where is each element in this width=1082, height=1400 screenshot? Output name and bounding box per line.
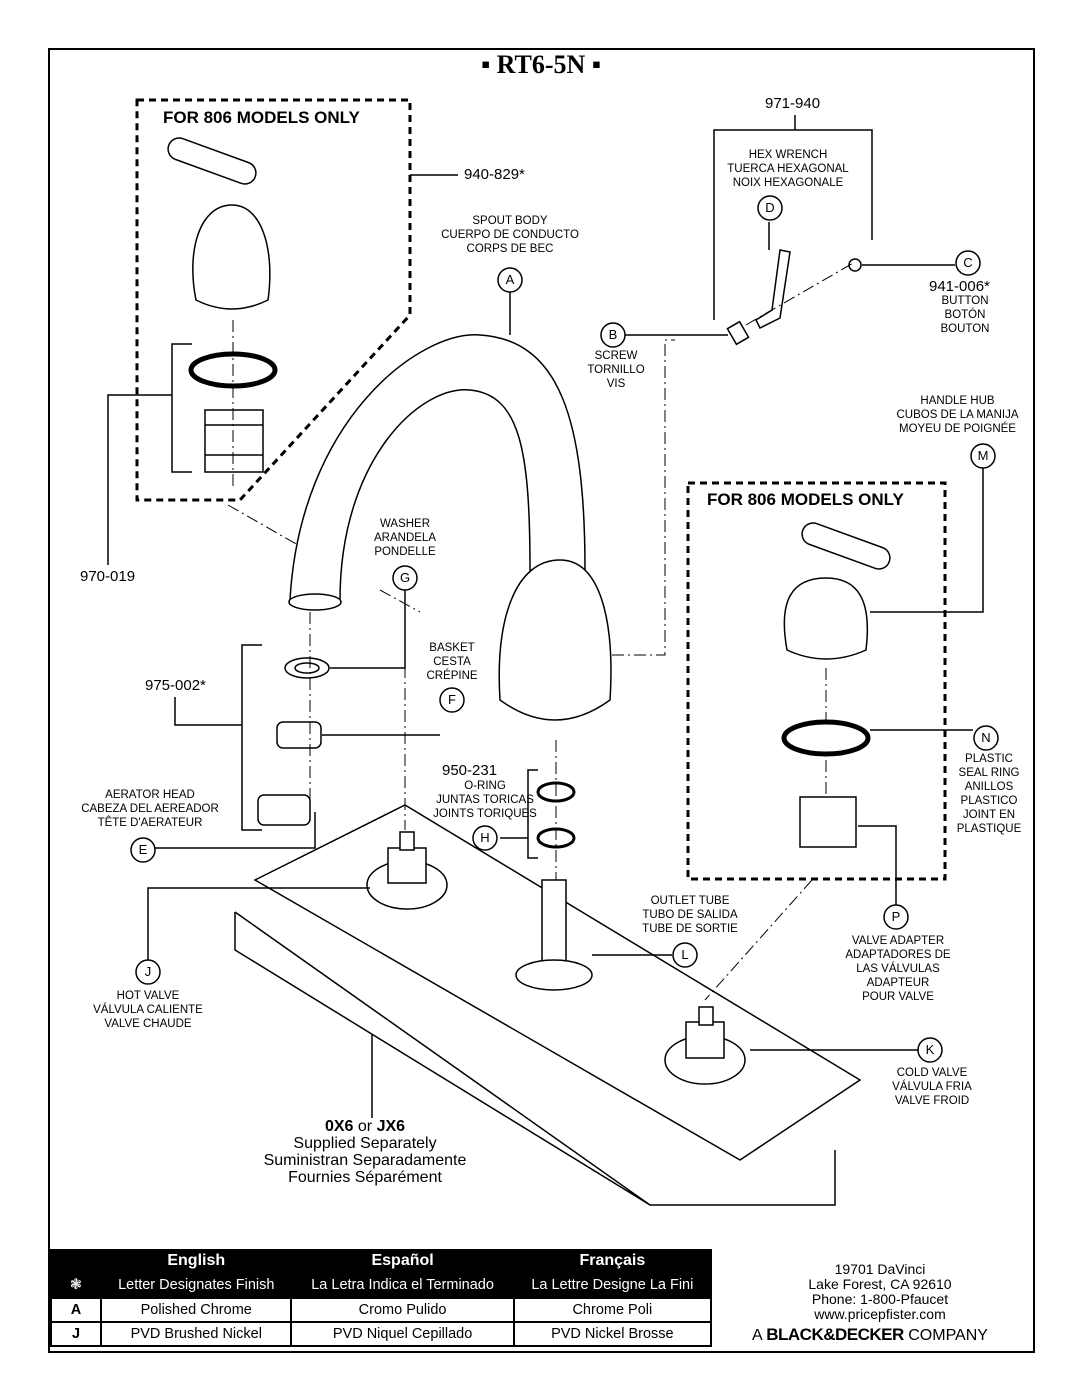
model-title: ▪ RT6-5N ▪ — [480, 50, 602, 79]
leader-lines — [107, 115, 984, 1118]
header-english: English — [99, 1249, 293, 1273]
spout-tip — [288, 593, 342, 611]
company-address: 19701 DaVinci Lake Forest, CA 92610 Phon… — [730, 1262, 1030, 1322]
callout-letter-j: J — [144, 964, 152, 979]
top-handle-lever — [167, 137, 257, 185]
deck-side — [234, 911, 836, 1206]
box-806-top-left — [135, 98, 412, 502]
right-valve-adapter — [799, 796, 857, 848]
finish-symbol-icon: ❃ — [50, 1271, 102, 1299]
basket — [276, 721, 322, 749]
page-border — [48, 48, 1035, 1353]
table-row: J PVD Brushed Nickel PVD Niquel Cepillad… — [50, 1321, 713, 1347]
top-handle-body — [192, 204, 271, 310]
callout-letter-h: H — [480, 830, 490, 845]
part-number-valve-adapter: 970-019 — [80, 568, 136, 585]
black-decker-logo: BLACK&DECKER — [766, 1325, 904, 1344]
screw — [726, 320, 750, 346]
finish-table: English Español Français ❃ Letter Design… — [50, 1249, 713, 1347]
part-number-handle: 940-829* — [464, 166, 525, 183]
right-handle-body — [783, 577, 869, 660]
header-espanol: Español — [290, 1249, 515, 1273]
callout-letter-g: G — [399, 570, 411, 585]
box-title-right: FOR 806 MODELS ONLY — [707, 490, 904, 509]
part-number-hex-kit: 971-940 — [765, 95, 821, 112]
callout-letter-d: D — [765, 200, 775, 215]
spout-base — [498, 559, 612, 721]
table-row: A Polished Chrome Cromo Pulido Chrome Po… — [50, 1297, 713, 1323]
outlet-tube — [541, 879, 567, 971]
spout-body — [289, 334, 586, 601]
right-seal-ring — [781, 719, 871, 757]
cold-valve-stem — [698, 1006, 714, 1026]
part-number-button: 941-006* — [929, 278, 990, 295]
callout-letter-e: E — [138, 842, 148, 857]
hot-valve-body — [387, 847, 427, 884]
callout-letter-p: P — [891, 909, 901, 924]
callout-letter-f: F — [448, 692, 456, 707]
callout-letter-c: C — [963, 255, 973, 270]
header-francais: Français — [512, 1249, 713, 1273]
part-number-aerator: 975-002* — [145, 677, 206, 694]
hot-valve-stem — [399, 831, 415, 851]
assembly-lines — [227, 261, 856, 1001]
callout-letter-b: B — [608, 327, 618, 342]
finish-table-header: English Español Français — [50, 1249, 713, 1273]
box-806-right — [686, 481, 947, 881]
brand-line: A BLACK&DECKER COMPANY — [752, 1325, 988, 1344]
outlet-tube-flange — [515, 959, 593, 991]
callout-circles — [130, 195, 999, 1063]
aerator-head — [257, 794, 311, 826]
box-title-top-left: FOR 806 MODELS ONLY — [163, 108, 360, 127]
callout-letter-l: L — [681, 947, 689, 962]
deck-plate-label: 0X6 or JX6 Supplied Separately Suministr… — [263, 1118, 467, 1186]
top-valve-adapter — [204, 409, 264, 473]
callout-letter-k: K — [925, 1042, 935, 1057]
callout-letter-a: A — [505, 272, 515, 287]
right-handle-lever — [801, 522, 891, 570]
finish-table-subheader: ❃ Letter Designates Finish La Letra Indi… — [50, 1271, 713, 1299]
parts — [167, 137, 891, 1206]
website-link[interactable]: www.pricepfister.com — [814, 1306, 946, 1322]
part-number-oring: 950-231 — [442, 762, 498, 779]
cold-valve-body — [685, 1021, 725, 1059]
callout-letter-n: N — [981, 730, 991, 745]
callout-letter-m: M — [977, 448, 989, 463]
